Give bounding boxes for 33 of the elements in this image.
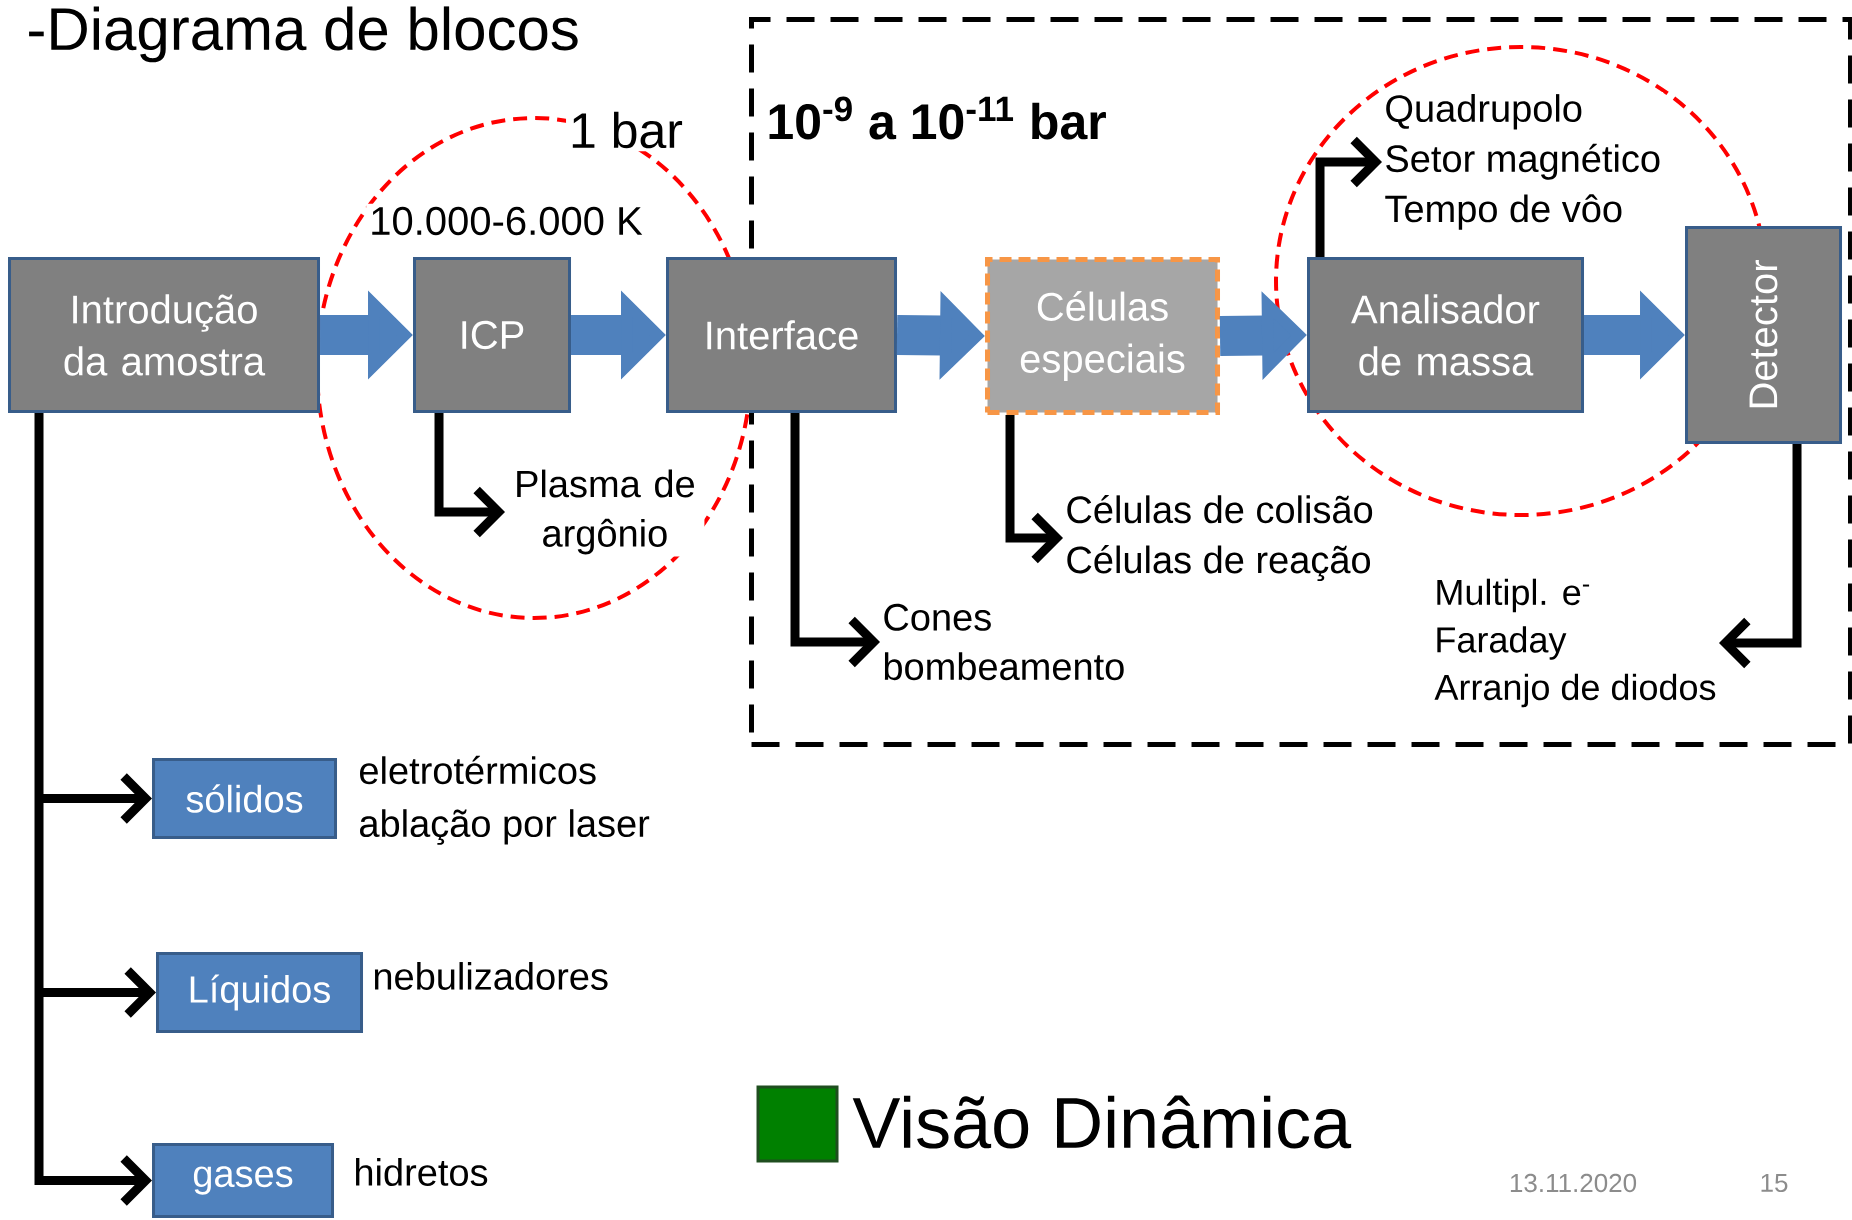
arrow xyxy=(1719,444,1802,669)
arrow xyxy=(1315,136,1382,257)
option-list: Células de colisão Células de reação xyxy=(1063,492,1376,584)
note-text: eletrotérmicos xyxy=(360,755,596,785)
temperature-label: 10.000-6.000 K xyxy=(366,203,646,239)
arrow xyxy=(34,413,156,1206)
legend-text: Visão Dinâmica xyxy=(852,1095,1352,1149)
process-box: Analisador de massa xyxy=(1307,257,1584,413)
pressure-label: 1 bar xyxy=(566,108,686,152)
note-text: ablação por laser xyxy=(360,809,650,845)
category-box: sólidos xyxy=(152,758,337,839)
category-box: Líquidos xyxy=(156,952,363,1033)
note-text: nebulizadores xyxy=(374,962,608,990)
arrow xyxy=(1005,415,1063,564)
page-number: 15 xyxy=(1756,1170,1792,1196)
node-label: Setor magnético xyxy=(1386,143,1660,180)
option-list: Multipl. e$^{-}$ Faraday Arranjo de diodos xyxy=(1432,576,1719,710)
arrow xyxy=(434,413,505,538)
process-box: Detector xyxy=(1685,226,1842,444)
annotation-text: Plasma de argônio xyxy=(505,467,705,557)
process-box: ICP xyxy=(413,257,571,413)
annotation-text: Cones bombeamento xyxy=(880,601,1145,683)
category-box: gases xyxy=(152,1143,334,1218)
node-label: Tempo de vôo xyxy=(1385,194,1622,230)
process-box: Interface xyxy=(666,257,897,413)
node-label: Quadrupolo xyxy=(1386,94,1582,130)
process-box: Células especiais xyxy=(985,257,1220,415)
process-box: Introdução da amostra xyxy=(8,257,320,413)
date-text: 13.11.2020 xyxy=(1505,1170,1641,1196)
slide-title: -Diagrama de blocos xyxy=(29,6,578,63)
note-text: hidretos xyxy=(356,1158,488,1186)
arrow xyxy=(790,413,880,668)
option-list: Quadrupolo Setor magnético Tempo de vôo xyxy=(1382,92,1664,232)
